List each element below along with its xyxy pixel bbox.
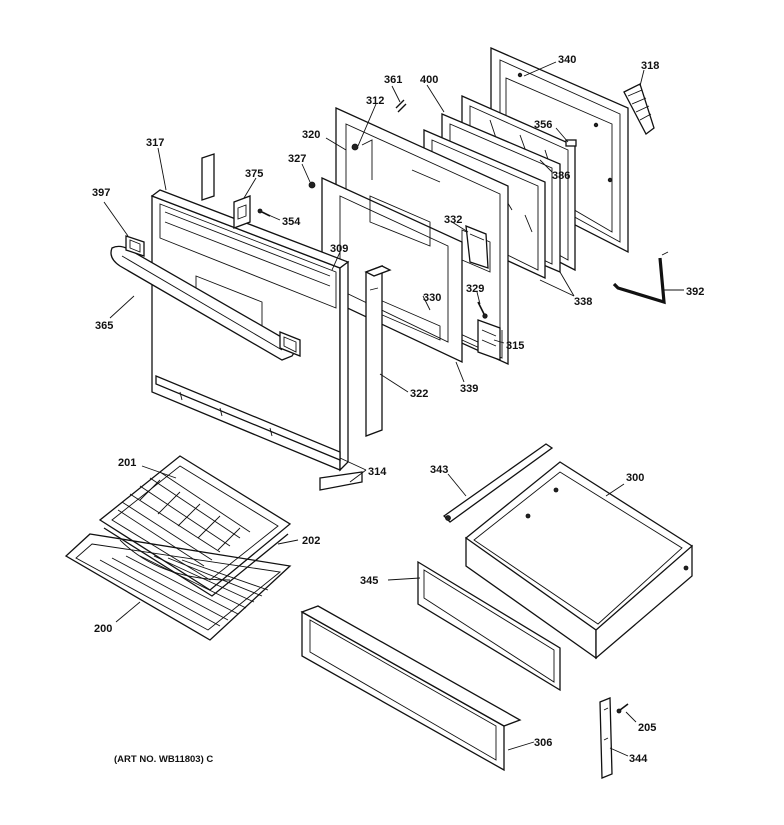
- part-344-glide: [599, 697, 613, 779]
- callout-317: 317: [146, 137, 164, 149]
- callout-327: 327: [288, 153, 306, 165]
- part-392-gasket-wire: [612, 251, 669, 305]
- callout-205: 205: [638, 722, 656, 734]
- callout-386: 386: [552, 170, 570, 182]
- callout-397: 397: [92, 187, 110, 199]
- part-300-drawer-box: [465, 461, 693, 660]
- part-322-vertical-rail: [364, 265, 392, 437]
- callout-340: 340: [558, 54, 576, 66]
- callout-202: 202: [302, 535, 320, 547]
- callout-365: 365: [95, 320, 113, 332]
- part-315-hinge-receiver: [477, 319, 501, 361]
- part-361-spring: [395, 99, 407, 113]
- callout-312: 312: [366, 95, 384, 107]
- callout-318: 318: [641, 60, 659, 72]
- callout-338: 338: [574, 296, 592, 308]
- callout-332: 332: [444, 214, 462, 226]
- callout-201: 201: [118, 457, 136, 469]
- part-318-hinge: [623, 83, 655, 135]
- part-343-drawer-glide: [442, 443, 554, 523]
- callout-354: 354: [282, 216, 301, 228]
- part-397-handle-end-caps: [125, 235, 301, 357]
- callout-200: 200: [94, 623, 112, 635]
- art-number-caption: (ART NO. WB11803) C: [114, 754, 213, 765]
- part-201-broiler-grid: [98, 455, 292, 591]
- callout-392: 392: [686, 286, 704, 298]
- callout-300: 300: [626, 472, 644, 484]
- callout-329: 329: [466, 283, 484, 295]
- callout-339: 339: [460, 383, 478, 395]
- part-332-latch-bracket: [465, 224, 489, 269]
- callout-315: 315: [506, 340, 524, 352]
- callout-361: 361: [384, 74, 402, 86]
- callout-314: 314: [368, 466, 387, 478]
- part-202-broiler-pan: [103, 527, 289, 597]
- callout-322: 322: [410, 388, 428, 400]
- part-306-drawer-front: [300, 605, 522, 772]
- leader-lines: [103, 61, 684, 757]
- callout-343: 343: [430, 464, 448, 476]
- callout-344: 344: [629, 753, 648, 765]
- part-312-clip: [351, 143, 359, 151]
- callout-400: 400: [420, 74, 438, 86]
- callout-320: 320: [302, 129, 320, 141]
- callout-330: 330: [423, 292, 441, 304]
- callout-labels: 340 318 361 400 312 356 320 386 317 327 …: [92, 54, 704, 765]
- part-317-vent-strip: [201, 153, 215, 201]
- callout-345: 345: [360, 575, 378, 587]
- part-356-clip: [565, 139, 577, 147]
- part-329-screw: [477, 301, 488, 319]
- part-345-drawer-panel: [417, 560, 561, 692]
- callout-306: 306: [534, 737, 552, 749]
- part-205-screw: [616, 703, 629, 714]
- callout-356: 356: [534, 119, 552, 131]
- part-375-bracket: [233, 195, 251, 229]
- part-327-screw: [308, 181, 316, 189]
- callout-375: 375: [245, 168, 263, 180]
- part-200-oven-rack: [64, 533, 292, 641]
- callout-309: 309: [330, 243, 348, 255]
